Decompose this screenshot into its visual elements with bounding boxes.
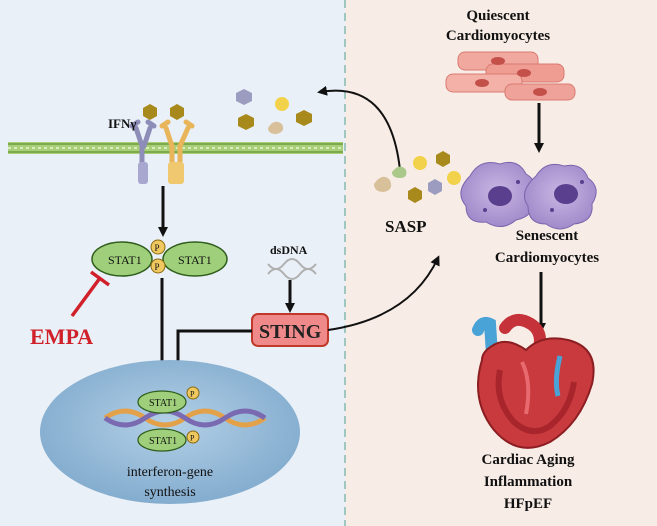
- arrow-sasp-to-secretion: [317, 85, 401, 171]
- svg-text:P: P: [190, 390, 195, 399]
- phospho-label: P: [155, 243, 160, 253]
- stat1-dimer: STAT1 STAT1 P P: [91, 239, 228, 277]
- outcome-label-line1: Cardiac Aging: [482, 452, 575, 468]
- cell-membrane: [8, 142, 343, 154]
- stat1-right-label: STAT1: [178, 253, 212, 267]
- inhibition-line: [70, 276, 102, 318]
- ifn-receptor-right: [159, 119, 195, 184]
- ifn-receptor-left: [129, 119, 157, 184]
- outcome-label-line2: Inflammation: [484, 474, 573, 490]
- nucleus-label-line1: interferon-gene: [127, 465, 213, 480]
- stat1-left: [91, 241, 153, 277]
- quiescent-label-line2: Cardiomyocytes: [446, 28, 550, 44]
- empa-label: EMPA: [30, 324, 93, 349]
- stat1-right: [162, 241, 228, 277]
- svg-text:P: P: [190, 434, 195, 443]
- phospho-circle: [150, 239, 166, 255]
- svg-text:STAT1: STAT1: [149, 436, 177, 447]
- inhibition-bar: [89, 270, 111, 287]
- empa-inhibition: EMPA: [30, 270, 111, 349]
- secreted-factors-top: [236, 89, 312, 134]
- sasp-molecules: [374, 151, 461, 203]
- dsdna-icon: [267, 258, 317, 280]
- nucleus-stat1-bottom: STAT1 P: [137, 428, 200, 452]
- stat1-left-label: STAT1: [108, 253, 142, 267]
- outcome-label-line3: HFpEF: [504, 496, 552, 512]
- nucleus-stat1-top: STAT1 P: [137, 386, 200, 414]
- senescent-label-line1: Senescent: [516, 228, 579, 244]
- ifn-gamma-label: IFNγ: [108, 116, 136, 131]
- quiescent-label-line1: Quiescent: [466, 8, 529, 24]
- nucleus-label-line2: synthesis: [144, 485, 195, 500]
- phospho-circle: [150, 258, 166, 274]
- dna-helix: [103, 408, 267, 428]
- ifn-gamma-molecule: [143, 104, 157, 120]
- senescent-label-line2: Cardiomyocytes: [495, 250, 599, 266]
- heart-icon: [472, 313, 595, 449]
- sting-label: STING: [259, 321, 322, 343]
- phospho-label: P: [155, 262, 160, 272]
- senescent-cardiomyocytes-icon: [460, 161, 597, 230]
- dsdna-label: dsDNA: [270, 243, 308, 257]
- arrow-sting-to-sasp: [327, 255, 440, 331]
- quiescent-cardiomyocytes-icon: [445, 51, 576, 101]
- ifn-gamma-molecule: [170, 104, 184, 120]
- sasp-label: SASP: [385, 217, 427, 236]
- svg-text:STAT1: STAT1: [149, 398, 177, 409]
